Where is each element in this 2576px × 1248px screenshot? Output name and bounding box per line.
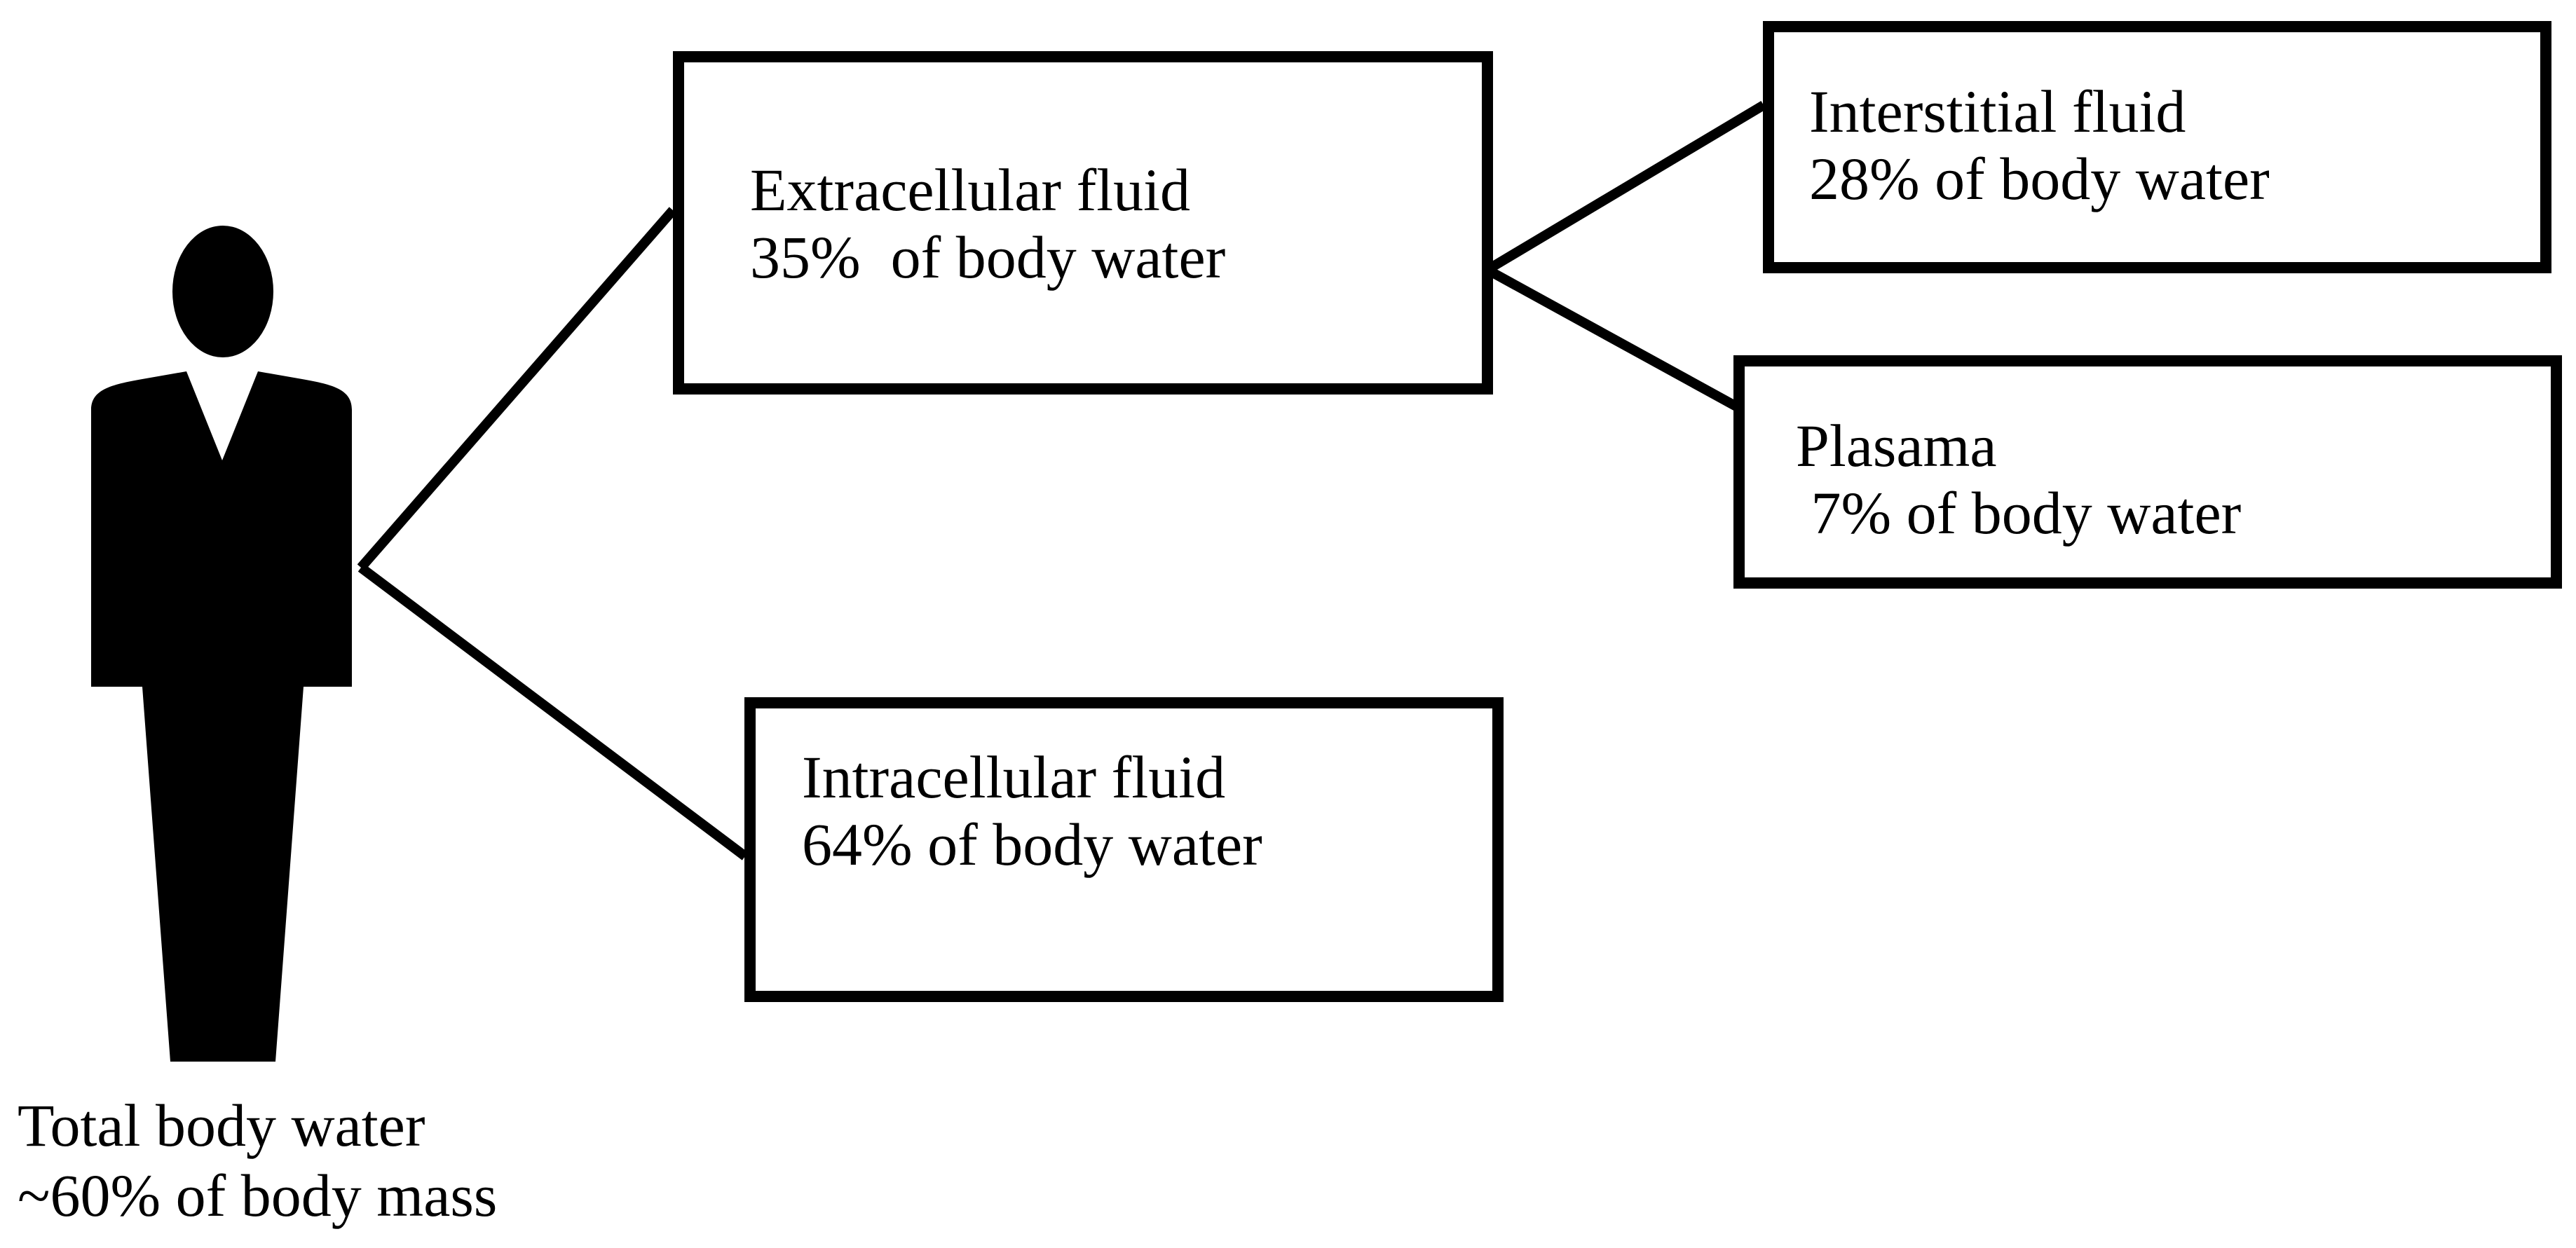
total-body-water-value: ~60% of body mass [18, 1162, 498, 1229]
connector-extracellular-to-interstitial [1485, 100, 1766, 275]
total-body-water-label: Total body water ~60% of body mass [18, 1090, 497, 1230]
total-body-water-title: Total body water [18, 1092, 425, 1159]
node-plasma-title: Plasama [1796, 412, 1997, 479]
node-interstitial-value: 28% of body water [1809, 145, 2270, 212]
connector-person-to-extracellular [357, 207, 677, 571]
node-intracellular-fluid: Intracellular fluid 64% of body water [744, 697, 1504, 1002]
person-silhouette-icon [91, 226, 352, 1062]
node-interstitial-fluid: Interstitial fluid 28% of body water [1763, 21, 2551, 273]
person-torso [91, 371, 352, 687]
node-plasma-value: 7% of body water [1796, 479, 2242, 547]
node-extracellular-title: Extracellular fluid [750, 156, 1190, 224]
node-extracellular-fluid: Extracellular fluid 35% of body water [673, 51, 1493, 395]
person-head [172, 226, 273, 357]
node-plasma: Plasama 7% of body water [1733, 355, 2562, 589]
node-extracellular-value: 35% of body water [750, 224, 1226, 291]
person-legs [142, 687, 304, 1062]
node-intracellular-title: Intracellular fluid [802, 743, 1226, 811]
connector-person-to-intracellular [357, 563, 749, 860]
node-interstitial-title: Interstitial fluid [1809, 78, 2186, 145]
node-intracellular-value: 64% of body water [802, 811, 1262, 878]
connector-extracellular-to-plasma [1485, 265, 1739, 411]
